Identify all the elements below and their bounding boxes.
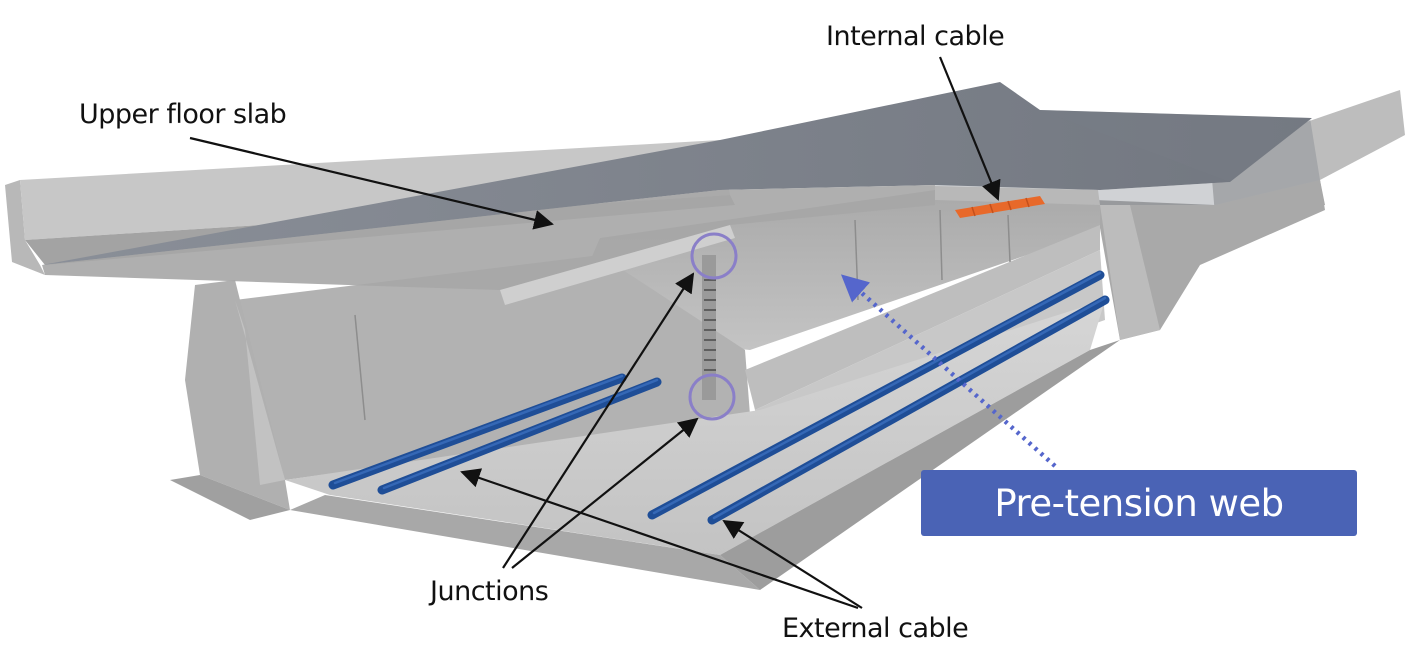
arrow-pretension-web xyxy=(840,274,1057,468)
label-junctions: Junctions xyxy=(430,576,549,607)
deck-opening xyxy=(935,186,1100,205)
upper-deck xyxy=(42,82,1320,305)
arrow-junction-top xyxy=(502,272,695,569)
junction-circle-top xyxy=(690,232,738,280)
pretension-web-callout: Pre-tension web xyxy=(921,470,1357,536)
right-web xyxy=(1095,180,1325,340)
junction-circle-bottom xyxy=(688,373,736,421)
left-web xyxy=(170,280,290,520)
arrow-internal-cable xyxy=(938,56,1001,201)
label-external-cable: External cable xyxy=(782,613,969,644)
junction-rebar xyxy=(702,255,716,400)
arrow-upper-slab xyxy=(189,136,554,230)
arrow-external-left xyxy=(460,468,859,610)
leader-arrows xyxy=(189,56,1001,610)
label-upper-floor-slab: Upper floor slab xyxy=(79,99,287,130)
label-internal-cable: Internal cable xyxy=(826,21,1005,52)
arrow-external-right xyxy=(722,519,863,609)
internal-cable xyxy=(955,196,1045,218)
external-cable-left-1 xyxy=(328,373,627,490)
arrow-junction-bottom xyxy=(511,417,699,569)
label-pretension-web: Pre-tension web xyxy=(994,481,1284,525)
